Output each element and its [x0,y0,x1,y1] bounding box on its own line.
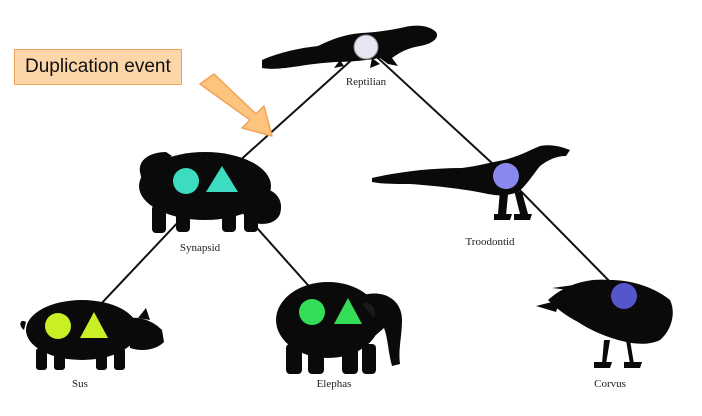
iguana-silhouette [262,25,438,69]
duplication-event-callout: Duplication event [14,49,182,85]
label-elephas: Elephas [316,378,352,390]
corvus-marker [611,283,637,309]
elephas-circle-marker [299,299,325,325]
label-reptilian: Reptilian [345,76,387,88]
sus-triangle-marker [80,312,108,338]
branch-troodontid-corvus [505,175,625,297]
branch-reptilian-troodontid [365,46,507,177]
synapsid-circle-marker [173,168,199,194]
label-synapsid: Synapsid [179,242,221,254]
reptilian-marker [353,34,379,60]
pig-silhouette [20,300,164,370]
synapsid-triangle-marker [206,166,238,192]
label-sus: Sus [72,378,88,390]
troodontid-marker [493,163,519,189]
elephant-silhouette [276,282,402,374]
label-troodontid: Troodontid [465,236,515,248]
elephas-triangle-marker [334,298,362,324]
callout-arrow [199,73,273,137]
troodontid-silhouette [372,145,570,220]
sus-circle-marker [45,313,71,339]
hippo-silhouette [139,152,282,233]
label-corvus: Corvus [594,378,626,390]
crow-silhouette [536,279,673,368]
